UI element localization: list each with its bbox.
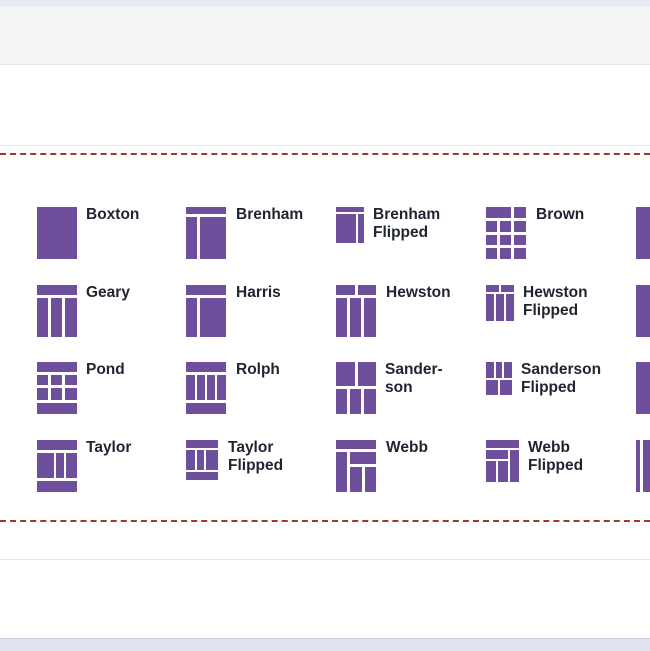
divider xyxy=(0,145,650,146)
layout-icon xyxy=(636,362,650,414)
window-bottom-edge xyxy=(0,638,650,651)
drop-zone-bottom-border xyxy=(0,520,650,522)
hewston-layout-icon xyxy=(336,285,376,337)
layout-picker-panel: Boxton Brenham Brenham Flipped xyxy=(0,64,650,639)
drop-zone-top-border xyxy=(0,153,650,155)
sanderson-flipped-layout-icon xyxy=(486,362,526,414)
boxton-layout-icon xyxy=(37,207,77,259)
window-top-edge xyxy=(0,0,650,6)
taylor-flipped-layout-icon xyxy=(186,440,226,492)
layout-label: Sanderson Flipped xyxy=(521,361,602,396)
layout-label: Brenham xyxy=(236,206,304,223)
layout-label: Geary xyxy=(86,284,130,301)
layout-label: Boxton xyxy=(86,206,140,223)
brenham-layout-icon xyxy=(186,207,226,259)
rolph-layout-icon xyxy=(186,362,226,414)
layout-label: Hewston xyxy=(386,284,451,301)
layout-label: Sander- son xyxy=(385,361,443,396)
pond-layout-icon xyxy=(37,362,77,414)
layout-label: Rolph xyxy=(236,361,280,378)
toolbar xyxy=(0,6,650,64)
layout-label: Webb xyxy=(386,439,428,456)
webb-layout-icon xyxy=(336,440,376,492)
layout-label: Taylor Flipped xyxy=(228,439,284,474)
layout-icon xyxy=(636,207,650,259)
layout-label: Harris xyxy=(236,284,281,301)
layout-icon xyxy=(636,440,650,492)
webb-flipped-layout-icon xyxy=(486,440,526,492)
sanderson-layout-icon xyxy=(336,362,376,414)
layout-label: Brown xyxy=(536,206,585,223)
taylor-layout-icon xyxy=(37,440,77,492)
layout-label: Pond xyxy=(86,361,125,378)
layout-label: Brenham Flipped xyxy=(373,206,441,241)
layout-label: Webb Flipped xyxy=(528,439,584,474)
divider xyxy=(0,559,650,560)
geary-layout-icon xyxy=(37,285,77,337)
layout-icon xyxy=(636,285,650,337)
hewston-flipped-layout-icon xyxy=(486,285,526,337)
brenham-flipped-layout-icon xyxy=(336,207,376,259)
brown-layout-icon xyxy=(486,207,526,259)
harris-layout-icon xyxy=(186,285,226,337)
layout-label: Hewston Flipped xyxy=(523,284,588,319)
layout-label: Taylor xyxy=(86,439,132,456)
